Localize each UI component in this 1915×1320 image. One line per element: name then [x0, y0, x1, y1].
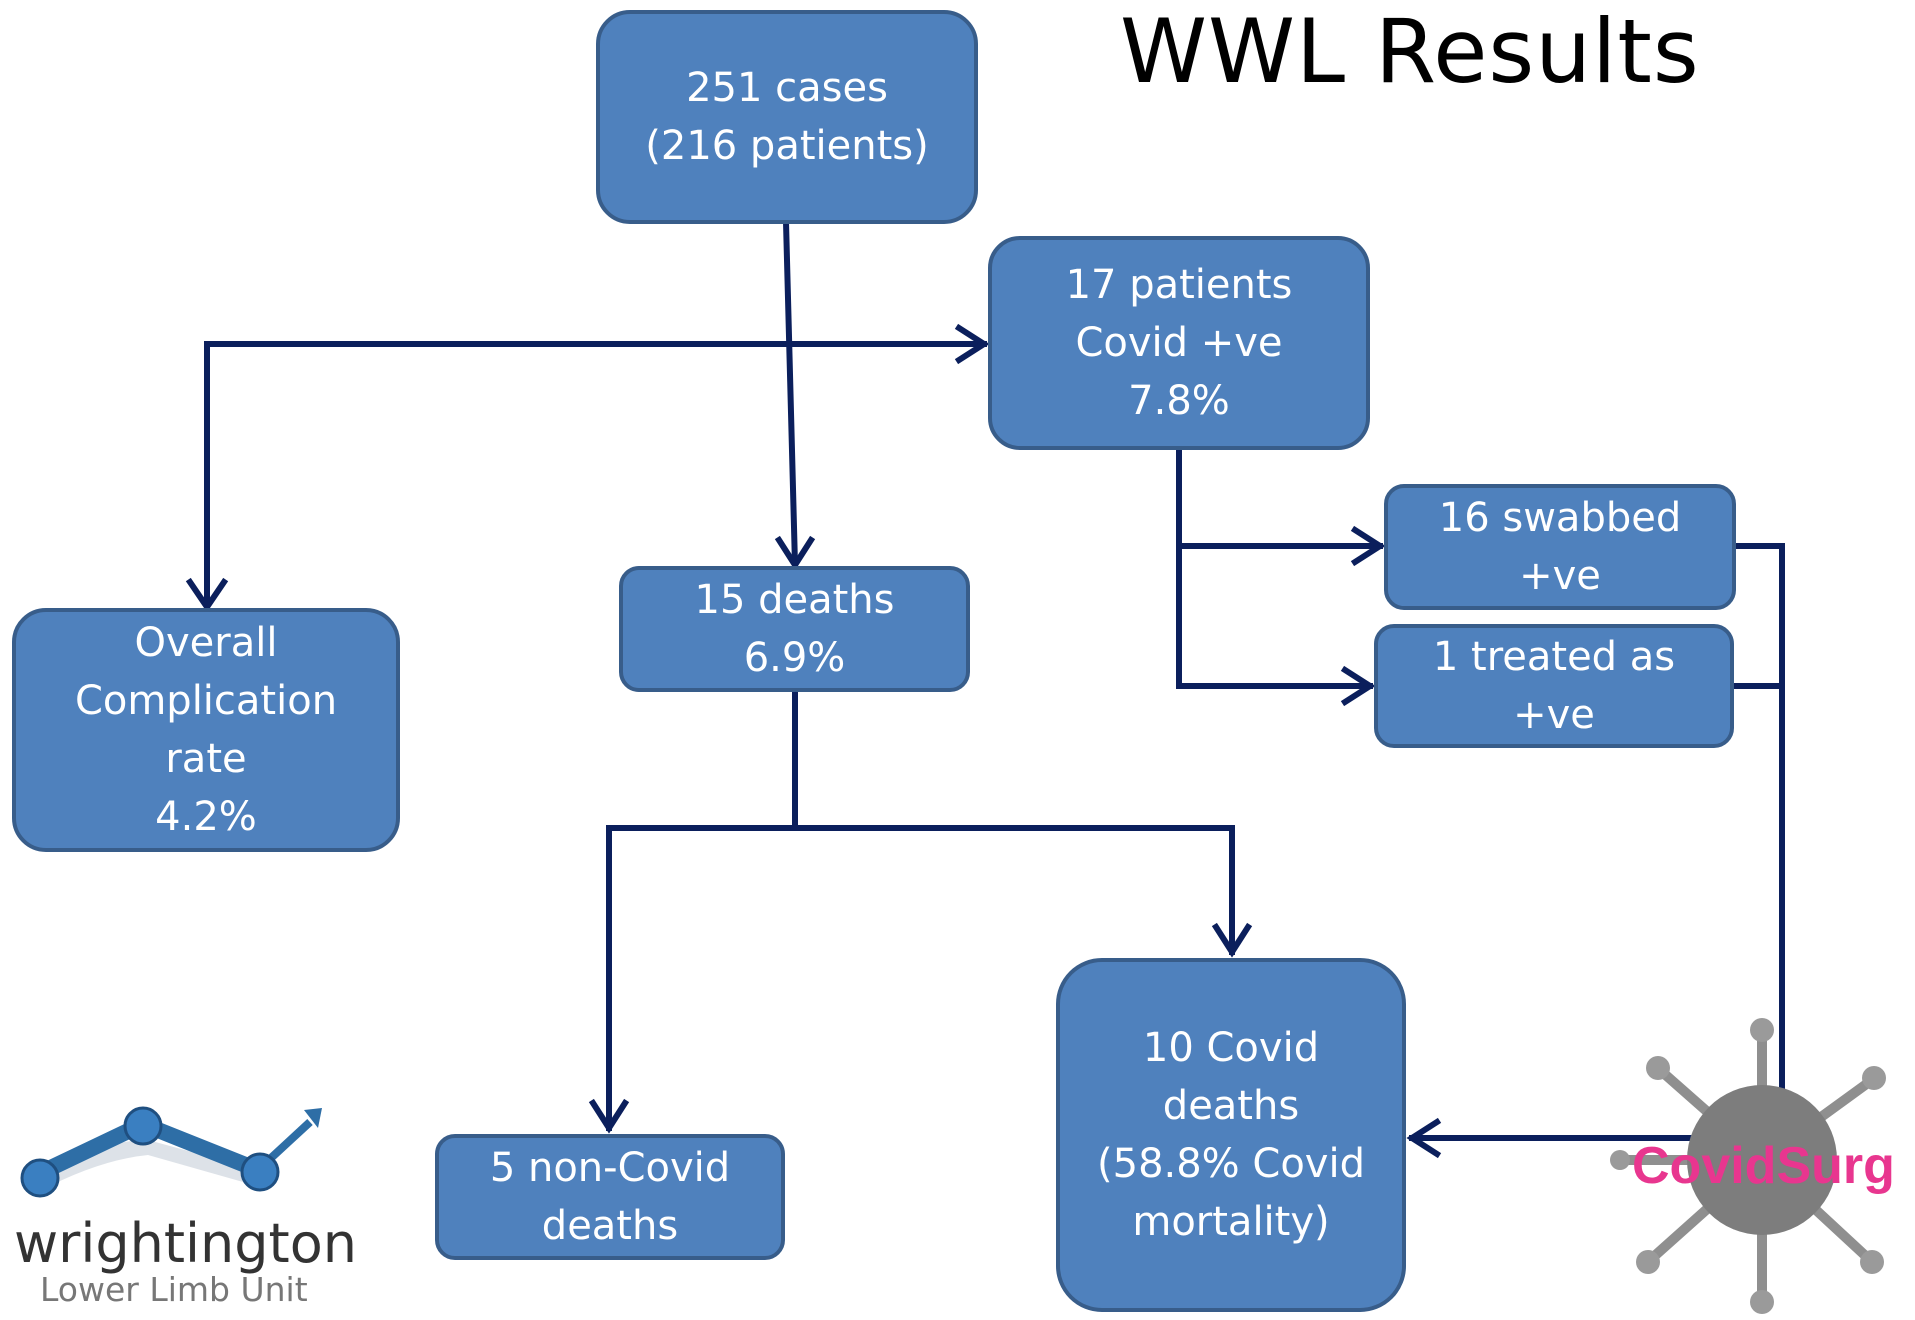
connector-to-covid-deaths	[792, 825, 1235, 955]
arrowhead-covid-deaths-right	[1406, 1117, 1442, 1159]
node-complication-line1: Overall	[134, 620, 278, 666]
node-covid-deaths-line1: 10 Covid	[1142, 1025, 1320, 1071]
wrightington-name: wrightington	[14, 1212, 357, 1275]
node-covid-deaths-line3: (58.8% Covid	[1097, 1141, 1365, 1187]
node-non-covid-deaths: 5 non-Covid deaths	[435, 1134, 785, 1260]
node-swabbed: 16 swabbed +ve	[1384, 484, 1736, 610]
arrowhead-covid-deaths-top	[1211, 922, 1253, 958]
arrowhead-complication	[185, 577, 229, 613]
connector-complication-to-covid-patients	[204, 341, 987, 615]
arrowhead-treated	[1340, 665, 1376, 707]
node-covid-deaths-line4: mortality)	[1132, 1199, 1330, 1245]
node-covid-patients: 17 patients Covid +ve 7.8%	[988, 236, 1370, 450]
node-non-covid-deaths-line2: deaths	[541, 1203, 679, 1249]
node-deaths-line1: 15 deaths	[694, 577, 895, 623]
node-cases-line2: (216 patients)	[645, 123, 929, 169]
node-deaths: 15 deaths 6.9%	[619, 566, 970, 692]
node-complication-line4: 4.2%	[155, 794, 257, 840]
connector-cases-to-deaths	[782, 218, 799, 569]
node-treated: 1 treated as +ve	[1374, 624, 1734, 748]
arrowhead-non-covid	[588, 1098, 630, 1134]
node-treated-line2: +ve	[1513, 692, 1595, 738]
connector-to-non-covid	[606, 825, 798, 1131]
node-complication: Overall Complication rate 4.2%	[12, 608, 400, 852]
covidsurg-name: CovidSurg	[1632, 1137, 1895, 1195]
wrightington-logo: wrightington Lower Limb Unit	[8, 1100, 357, 1315]
node-complication-line2: Complication	[74, 678, 338, 724]
node-complication-line3: rate	[165, 736, 247, 782]
node-deaths-line2: 6.9%	[743, 635, 846, 681]
virus-icon	[1610, 1018, 1886, 1314]
wrightington-emblem-icon	[20, 1106, 322, 1198]
node-treated-line1: 1 treated as	[1432, 634, 1676, 680]
covidsurg-logo: CovidSurg	[1610, 1010, 1915, 1315]
connector-covid-to-swabbed	[1176, 449, 1383, 549]
arrowhead-deaths	[774, 535, 816, 571]
node-covid-deaths: 10 Covid deaths (58.8% Covid mortality)	[1056, 958, 1406, 1312]
node-covid-patients-line1: 17 patients	[1065, 262, 1293, 308]
node-cases-line1: 251 cases	[686, 65, 888, 111]
connector-swabbed-to-covid-deaths	[1409, 543, 1785, 1141]
page-title: WWL Results	[1120, 0, 1700, 103]
node-non-covid-deaths-line1: 5 non-Covid	[489, 1145, 731, 1191]
node-cases: 251 cases (216 patients)	[596, 10, 978, 224]
node-covid-patients-line3: 7.8%	[1128, 378, 1230, 424]
wrightington-subtitle: Lower Limb Unit	[40, 1270, 308, 1309]
node-swabbed-line2: +ve	[1519, 553, 1601, 599]
node-covid-patients-line2: Covid +ve	[1075, 320, 1283, 366]
arrowhead-swabbed	[1350, 525, 1386, 567]
connector-covid-to-treated	[1176, 543, 1373, 689]
node-covid-deaths-line2: deaths	[1162, 1083, 1300, 1129]
node-swabbed-line1: 16 swabbed	[1438, 495, 1682, 541]
arrowhead-covid-patients	[954, 323, 990, 365]
